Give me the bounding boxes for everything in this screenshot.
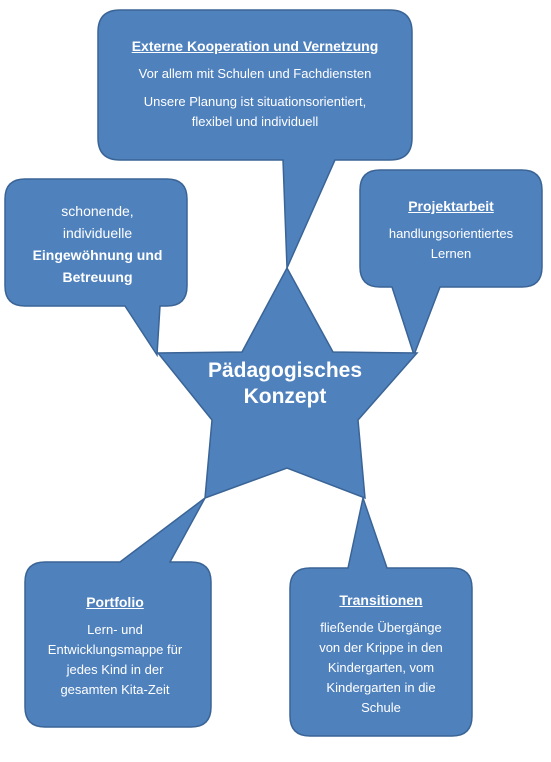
callout-portfolio — [24, 497, 212, 728]
callout-eingewoehnung — [4, 178, 188, 358]
center-star — [156, 266, 419, 500]
transitionen-line2: von der Krippe in den — [319, 640, 443, 655]
eingewoehnung-text: schonende, individuelle Eingewöhnung und… — [10, 200, 185, 288]
eingewoehnung-line1: schonende, — [61, 203, 134, 219]
transitionen-line1: fließende Übergänge — [320, 620, 442, 635]
center-title: Pädagogisches Konzept — [185, 358, 385, 410]
external-cooperation-text: Externe Kooperation und Vernetzung Vor a… — [100, 36, 410, 132]
portfolio-heading: Portfolio — [86, 594, 144, 610]
transitionen-line4: Kindergarten in die — [326, 680, 436, 695]
projektarbeit-text: Projektarbeit handlungsorientiertes Lern… — [362, 196, 540, 264]
callout-external-cooperation — [97, 9, 413, 269]
external-line2: Unsere Planung ist situationsorientiert, — [143, 94, 367, 109]
projektarbeit-heading: Projektarbeit — [408, 198, 494, 214]
eingewoehnung-bold1: Eingewöhnung und — [32, 247, 163, 263]
eingewoehnung-line2: individuelle — [62, 225, 133, 241]
portfolio-line4: gesamten Kita-Zeit — [60, 682, 170, 697]
projektarbeit-line2: Lernen — [430, 246, 472, 261]
external-cooperation-heading: Externe Kooperation und Vernetzung — [131, 38, 379, 54]
center-title-line1: Pädagogisches — [207, 359, 363, 382]
portfolio-line2: Entwicklungsmappe für — [47, 642, 183, 657]
eingewoehnung-bold2: Betreuung — [62, 269, 133, 285]
portfolio-line3: jedes Kind in der — [66, 662, 164, 677]
transitionen-text: Transitionen fließende Übergänge von der… — [292, 590, 470, 718]
portfolio-line1: Lern- und — [87, 622, 143, 637]
external-line3: flexibel und individuell — [191, 114, 319, 129]
center-title-line2: Konzept — [243, 385, 327, 408]
portfolio-text: Portfolio Lern- und Entwicklungsmappe fü… — [26, 592, 204, 700]
transitionen-heading: Transitionen — [339, 592, 423, 608]
callout-transitionen — [289, 495, 473, 737]
callout-projektarbeit — [359, 169, 543, 358]
projektarbeit-line1: handlungsorientiertes — [388, 226, 514, 241]
transitionen-line3: Kindergarten, vom — [327, 660, 435, 675]
transitionen-line5: Schule — [361, 700, 401, 715]
external-line1: Vor allem mit Schulen und Fachdiensten — [138, 66, 372, 81]
